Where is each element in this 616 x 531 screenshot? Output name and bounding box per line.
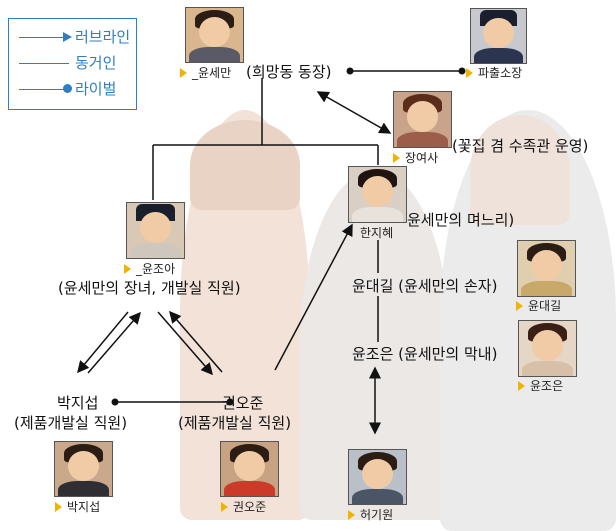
photo-park-jiseop	[54, 441, 113, 497]
legend-label: 러브라인	[75, 28, 131, 46]
photo-han-jihye	[348, 166, 407, 223]
photo-yoon-joa	[126, 202, 185, 259]
caption-yoon-seman: _윤세만	[180, 66, 231, 80]
background-figure-left-hair	[190, 120, 300, 210]
caption-han-jihye: 한지혜	[360, 226, 394, 240]
photo-jang	[393, 91, 452, 148]
caption-marker-icon	[124, 264, 131, 274]
desc-jang: (꽃집 겸 수족관 운영)	[452, 137, 589, 155]
rival-dot	[226, 398, 234, 406]
love-kwon-han	[274, 223, 353, 371]
caption-marker-icon	[518, 381, 525, 391]
desc-yoon-seman: (희망동 동장)	[246, 63, 332, 81]
legend-item-rival: 라이벌	[17, 79, 137, 99]
love-joa-park	[77, 311, 129, 374]
legend-line	[19, 37, 69, 38]
arrow-head-icon	[63, 32, 72, 42]
rival-dot	[346, 67, 354, 75]
name-kwon-ojun: 권오준	[222, 394, 264, 412]
love-kwon-joa	[169, 310, 223, 373]
name-park-jiseop: 박지섭	[57, 394, 99, 412]
rival-dot	[458, 67, 466, 75]
desc-park-jiseop: (제품개발실 직원)	[14, 414, 128, 432]
photo-yoon-seman	[185, 7, 244, 63]
photo-heo-giwon	[348, 449, 407, 505]
caption-yoon-joeun: 윤조은	[518, 379, 563, 393]
caption-police-chief: 파출소장	[466, 66, 522, 80]
rival-dot	[111, 398, 119, 406]
photo-yoon-daegil	[517, 240, 576, 297]
caption-yoon-joa: _윤조아	[124, 262, 175, 276]
caption-yoon-daegil: 윤대길	[516, 299, 561, 313]
desc-kwon-ojun: (제품개발실 직원)	[178, 414, 292, 432]
desc-han-jihye: 윤세만의 며느리)	[407, 211, 515, 229]
desc-yoon-joa: (윤세만의 장녀, 개발실 직원)	[58, 279, 241, 297]
caption-marker-icon	[516, 301, 523, 311]
photo-kwon-ojun	[220, 441, 279, 497]
love-joa-kwon	[157, 311, 213, 376]
legend-label: 라이벌	[75, 80, 117, 98]
legend-item-cohabitant: 동거인	[17, 53, 137, 73]
caption-kwon-ojun: 권오준	[221, 500, 266, 514]
desc-yoon-joeun: 윤조은 (윤세만의 막내)	[352, 345, 498, 363]
caption-marker-icon	[466, 68, 473, 78]
legend-line	[19, 63, 69, 64]
desc-yoon-daegil: 윤대길 (윤세만의 손자)	[352, 277, 498, 295]
legend-item-loveline: 러브라인	[17, 27, 137, 47]
caption-park-jiseop: 박지섭	[55, 500, 100, 514]
legend: 러브라인 동거인 라이벌	[8, 18, 137, 110]
photo-yoon-joeun	[518, 320, 577, 377]
caption-marker-icon	[393, 153, 400, 163]
legend-line	[19, 89, 69, 90]
photo-police-chief	[470, 8, 527, 64]
background-figure-right-face	[470, 115, 570, 225]
legend-label: 동거인	[75, 54, 117, 72]
caption-jang: 장여사	[393, 151, 438, 165]
love-park-joa	[87, 311, 141, 374]
love-seman-jang	[316, 91, 392, 134]
caption-marker-icon	[55, 502, 62, 512]
caption-marker-icon	[180, 68, 187, 78]
caption-marker-icon	[348, 510, 355, 520]
caption-marker-icon	[221, 502, 228, 512]
caption-heo-giwon: 허기원	[348, 508, 393, 522]
dot-end-icon	[63, 84, 72, 93]
